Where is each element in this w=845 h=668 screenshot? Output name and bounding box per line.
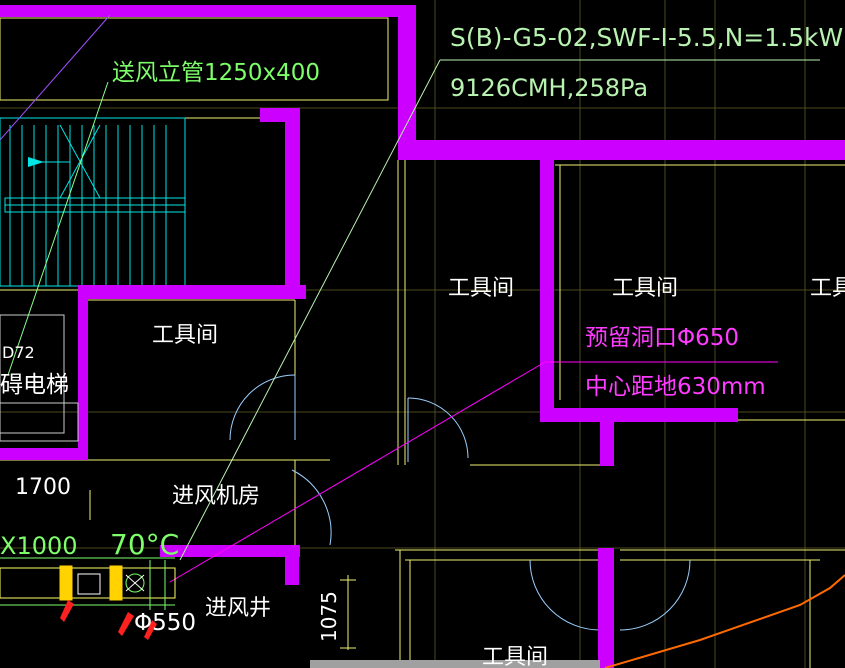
room-label-tool-bottom: 工具间: [482, 645, 548, 668]
dimension-1700: 1700: [15, 475, 71, 500]
dimension-lines: [89, 490, 356, 650]
elevator: [0, 314, 79, 442]
fire-damper-icon: [125, 574, 145, 592]
dimension-dia-550: Φ550: [134, 610, 196, 636]
dimension-70c: 70°C: [110, 528, 179, 561]
fan-spec-line2: 9126CMH,258Pa: [450, 74, 648, 102]
room-label-air-intake-shaft: 进风井: [205, 596, 271, 621]
dimension-1075: 1075: [317, 591, 341, 642]
duct-riser-label: 送风立管1250x400: [112, 60, 320, 86]
leader-lines: [0, 14, 820, 583]
room-label-tool-center: 工具间: [448, 276, 514, 301]
room-label-elevator: 碍电梯: [0, 372, 69, 398]
opening-note-line1: 预留洞口Φ650: [585, 325, 739, 351]
stair-up-arrow-icon: [28, 157, 44, 167]
room-label-tool-edge: 工具: [810, 276, 845, 301]
bottom-bar: [310, 660, 600, 668]
room-label-tool-left: 工具间: [152, 323, 218, 348]
room-label-elevator-tag: D72: [2, 343, 35, 362]
dimension-x1000: X1000: [0, 532, 78, 560]
walls: [0, 5, 845, 668]
fan-spec-line1: S(B)-G5-02,SWF-I-5.5,N=1.5kW: [450, 23, 843, 52]
door-swing-icon: [229, 374, 691, 631]
room-label-air-intake-room: 进风机房: [172, 484, 260, 509]
stair: [0, 117, 186, 287]
opening-note-line2: 中心距地630mm: [585, 374, 766, 400]
flow-arrow-icon: [60, 600, 157, 640]
intake-duct: [0, 557, 176, 610]
room-label-tool-right: 工具间: [612, 276, 678, 301]
pipe: [604, 574, 845, 668]
